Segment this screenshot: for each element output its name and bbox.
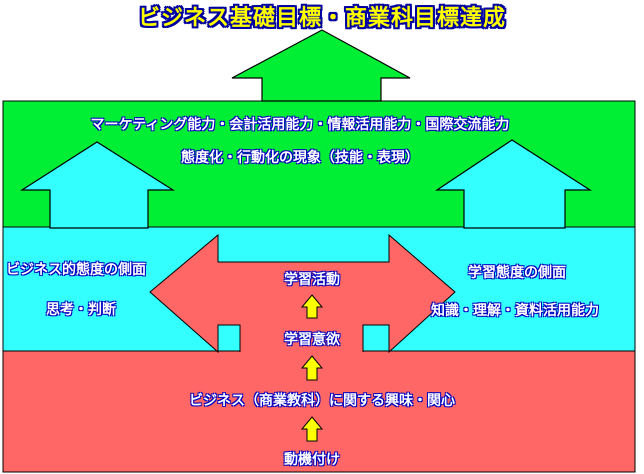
knowledge-label: 知識・理解・資料活用能力 [431, 303, 599, 319]
double-arrow [150, 235, 455, 352]
learning-attitude-label: 学習態度の側面 [468, 265, 566, 281]
thinking-judgment-label: 思考・判断 [46, 302, 116, 318]
motivation-trigger-label: 動機付け [284, 452, 340, 468]
learning-motivation-label: 学習意欲 [284, 332, 340, 348]
yellow-arrow-2 [300, 355, 324, 381]
learning-activity-label: 学習活動 [284, 272, 340, 288]
page-title: ビジネス基礎目標・商業科目標達成 [137, 6, 506, 31]
left-up-arrow [19, 141, 176, 229]
abilities-text: マーケティング能力・会計活用能力・情報活用能力・国際交流能力 [90, 117, 510, 133]
behavior-text: 態度化・行動化の現象（技能・表現） [181, 150, 419, 166]
top-arrow [231, 29, 411, 102]
right-up-arrow [435, 139, 593, 229]
yellow-arrow-1 [300, 294, 324, 319]
double-arrow-outline [149, 233, 456, 354]
business-attitude-label: ビジネス的態度の側面 [6, 262, 146, 278]
yellow-arrow-3 [300, 416, 324, 442]
interest-label: ビジネス（商業教科）に関する興味・関心 [189, 393, 455, 409]
